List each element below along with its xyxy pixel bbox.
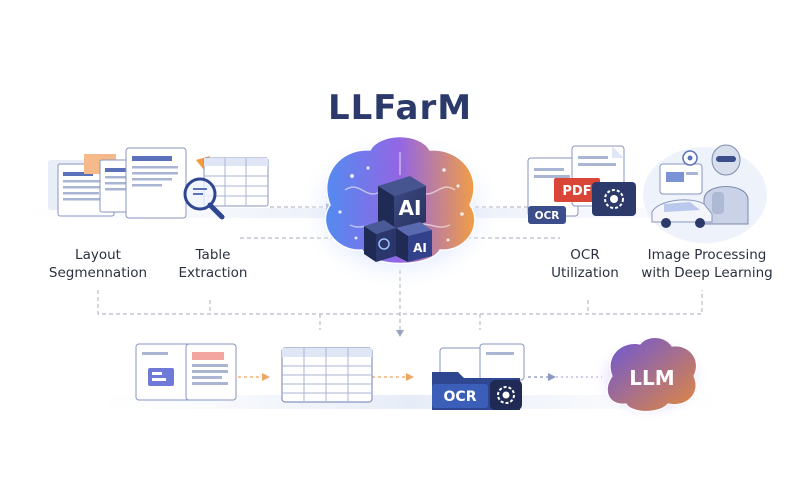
label-ocr-utilization: OCR Utilization — [530, 246, 640, 282]
documents-icon — [135, 343, 237, 401]
svg-text:PDF: PDF — [562, 184, 591, 199]
label-line: Segmennation — [48, 265, 148, 281]
ocr-badge: OCR — [444, 389, 477, 405]
bottom-floor-band — [100, 395, 720, 409]
label-line: Table — [195, 247, 231, 263]
label-line: OCR — [570, 247, 600, 263]
spreadsheet-icon — [281, 347, 373, 403]
magnifier-table-icon — [125, 147, 269, 220]
bottom-arrows — [238, 373, 602, 381]
ai-badge-top: AI — [399, 196, 422, 220]
label-line: Utilization — [551, 265, 619, 281]
label-line: Layout — [75, 247, 121, 263]
llm-badge: LLM — [629, 366, 674, 390]
ai-badge-side: AI — [413, 241, 427, 255]
label-line: Image Processing — [647, 247, 767, 263]
arrow-down-center — [396, 330, 404, 337]
robot-car-icon — [643, 144, 767, 243]
label-line: Extraction — [178, 265, 248, 281]
ocr-folder-icon: OCR — [432, 343, 525, 410]
llm-brain-icon: LLM — [590, 334, 710, 422]
pdf-ocr-icon: PDF OCR — [527, 145, 636, 224]
svg-text:OCR: OCR — [535, 210, 560, 222]
label-line: with Deep Learning — [641, 265, 773, 281]
diagram-title: LLFarM — [327, 88, 473, 128]
label-table-extraction: Table Extraction — [158, 246, 268, 282]
label-image-processing: Image Processing with Deep Learning — [632, 246, 782, 282]
label-layout-segmentation: Layout Segmennation — [38, 246, 158, 282]
document-stack-icon — [48, 154, 139, 217]
ai-brain-icon: AI AI — [295, 128, 505, 292]
